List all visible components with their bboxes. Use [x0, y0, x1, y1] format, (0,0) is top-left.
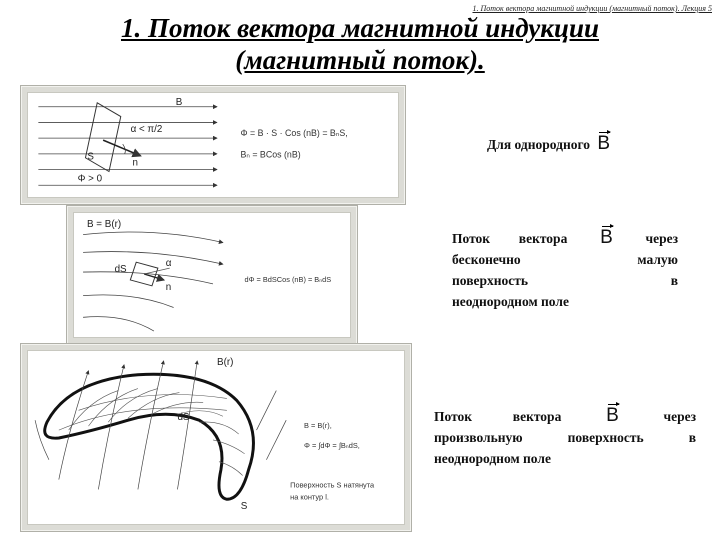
- t2-line-4: неоднородном поле: [452, 294, 569, 309]
- page-title: 1. Поток вектора магнитной индукции (маг…: [0, 12, 720, 76]
- arbitrary-surface-diagram: B(r) dS S B = B(r), Φ = ∫dΦ = ∫BₙdS, Пов…: [34, 357, 375, 512]
- panel-arbitrary-content: B(r) dS S B = B(r), Φ = ∫dΦ = ∫BₙdS, Пов…: [27, 350, 405, 525]
- text-uniform: Для однородного B: [487, 130, 614, 155]
- normal-vector-n: [102, 139, 142, 158]
- vector-b-symbol: B: [600, 224, 614, 248]
- t2-word-v: в: [670, 273, 678, 288]
- label-b-r: B = B(r): [87, 219, 121, 230]
- t2-line-1: Поток вектора B через: [452, 224, 679, 249]
- t3-word-potok: Поток: [434, 409, 473, 424]
- title-line-2: (магнитный поток).: [235, 45, 485, 75]
- label-s: S: [87, 152, 94, 163]
- t3-word-vektora: вектора: [512, 409, 562, 424]
- panel-infinitesimal-surface: B = B(r) dS α n dΦ = BdSCos (nB) = BₙdS: [66, 205, 358, 345]
- field-lines: [34, 360, 287, 490]
- header-note: 1. Поток вектора магнитной индукции (маг…: [472, 4, 712, 13]
- vector-b-symbol: B: [606, 402, 620, 426]
- t3-line-1: Поток вектора B через: [434, 402, 697, 427]
- title-line-1: 1. Поток вектора магнитной индукции: [120, 13, 599, 43]
- t2-word-cherez: через: [645, 231, 679, 246]
- surface-ds: [129, 261, 159, 287]
- label-s: S: [241, 501, 248, 512]
- formula-bn: Bₙ = BCos (nB): [240, 150, 300, 160]
- t2-word-beskonechno: бесконечно: [452, 252, 521, 267]
- t2-word-vektora: вектора: [518, 231, 568, 246]
- t3-word-cherez: через: [663, 409, 697, 424]
- t2-line-2: бесконечно малую: [452, 249, 678, 270]
- label-alpha: α < π/2: [131, 124, 163, 135]
- text-arbitrary: Поток вектора B через произвольную повер…: [434, 402, 697, 469]
- label-b: B: [176, 97, 183, 108]
- text-uniform-label: Для однородного: [487, 137, 591, 152]
- normal-vector-n: [143, 273, 166, 282]
- label-alpha: α: [166, 258, 172, 269]
- surface-contour: [43, 372, 255, 501]
- formula-flux: Φ = B · S · Cos (nB) = BₙS,: [240, 128, 347, 138]
- panel-infinitesimal-content: B = B(r) dS α n dΦ = BdSCos (nB) = BₙdS: [73, 212, 351, 338]
- uniform-field-diagram: B α < π/2 S n Φ > 0 Φ = B · S · Cos (nB)…: [38, 97, 348, 188]
- t3-line-3: неоднородном поле: [434, 451, 551, 466]
- panel-uniform-field: B α < π/2 S n Φ > 0 Φ = B · S · Cos (nB)…: [20, 85, 406, 205]
- t2-word-potok: Поток: [452, 231, 491, 246]
- label-phi-positive: Φ > 0: [78, 173, 103, 184]
- panel-arbitrary-surface: B(r) dS S B = B(r), Φ = ∫dΦ = ∫BₙdS, Пов…: [20, 343, 412, 532]
- text-infinitesimal: Поток вектора B через бесконечно малую п…: [452, 224, 679, 312]
- panel-uniform-field-content: B α < π/2 S n Φ > 0 Φ = B · S · Cos (nB)…: [27, 92, 399, 198]
- t3-line-2: произвольную поверхность в: [434, 430, 696, 445]
- field-lines: [38, 104, 218, 188]
- caption-line-1: Поверхность S натянута: [290, 480, 375, 489]
- t2-word-poverhnost: поверхность: [452, 273, 529, 288]
- vector-b-symbol: B: [597, 130, 612, 154]
- surface-s: [84, 102, 122, 173]
- t2-line-3: поверхность в: [452, 270, 678, 291]
- formula-phi-integral: Φ = ∫dΦ = ∫BₙdS,: [304, 441, 360, 450]
- label-ds: dS: [115, 264, 127, 275]
- label-b-r: B(r): [217, 357, 233, 368]
- caption-line-2: на контур l.: [290, 492, 329, 501]
- label-n: n: [166, 282, 171, 293]
- t2-word-maluyu: малую: [637, 252, 678, 267]
- infinitesimal-diagram: B = B(r) dS α n dΦ = BdSCos (nB) = BₙdS: [83, 219, 331, 332]
- formula-b-r: B = B(r),: [304, 421, 332, 430]
- label-ds: dS: [177, 412, 189, 423]
- label-n: n: [133, 158, 138, 169]
- curved-field-lines: [83, 231, 224, 332]
- formula-dphi: dΦ = BdSCos (nB) = BₙdS: [244, 275, 331, 284]
